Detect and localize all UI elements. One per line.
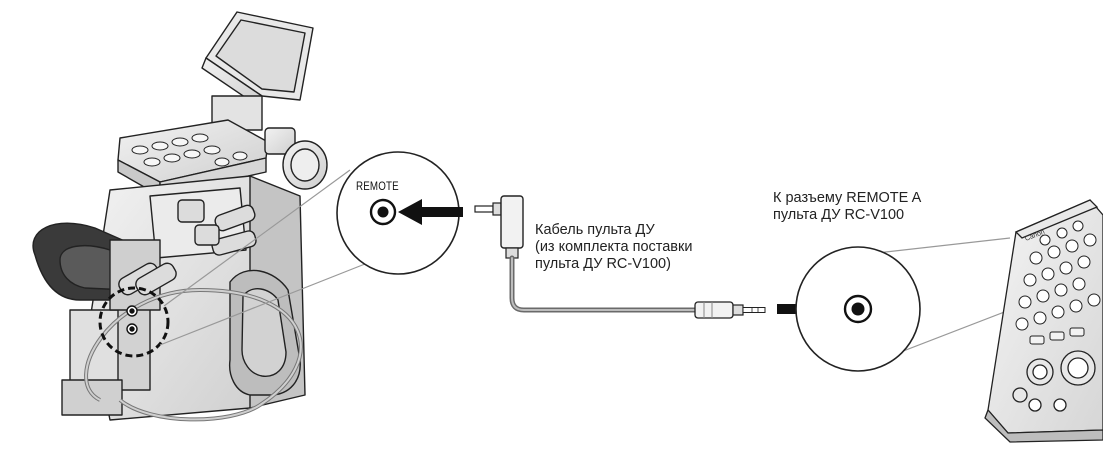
- remote-port-label: К разъему REMOTE A пульта ДУ RC-V100: [773, 190, 921, 224]
- remote-port-label-line1: К разъему REMOTE A: [773, 190, 922, 206]
- arrow-left-icon: [398, 199, 463, 225]
- handgrip: [228, 269, 301, 396]
- side-connectors: [118, 199, 257, 296]
- camera-remote-label: REMOTE: [356, 181, 399, 193]
- cable-label-line2: (из комплекта поставки: [535, 239, 693, 255]
- camera-port-closeup: [126, 305, 138, 335]
- remote-controller-illustration: Canon: [984, 199, 1103, 443]
- remote-a-jack: [843, 294, 873, 324]
- remote-cable: [474, 195, 766, 319]
- lcd-monitor: [201, 11, 314, 131]
- cable-label: Кабель пульта ДУ (из комплекта поставки …: [535, 222, 692, 273]
- callout-lines: [159, 169, 371, 346]
- camera-illustration: [32, 11, 328, 422]
- remote-port-highlight: [98, 286, 170, 358]
- cable-label-line1: Кабель пульта ДУ: [535, 222, 655, 238]
- remote-port-label-line2: пульта ДУ RC-V100: [773, 207, 905, 223]
- camera-remote-jack: [369, 198, 397, 226]
- cable-label-line3: пульта ДУ RC-V100): [535, 256, 671, 272]
- top-handle: [117, 119, 328, 197]
